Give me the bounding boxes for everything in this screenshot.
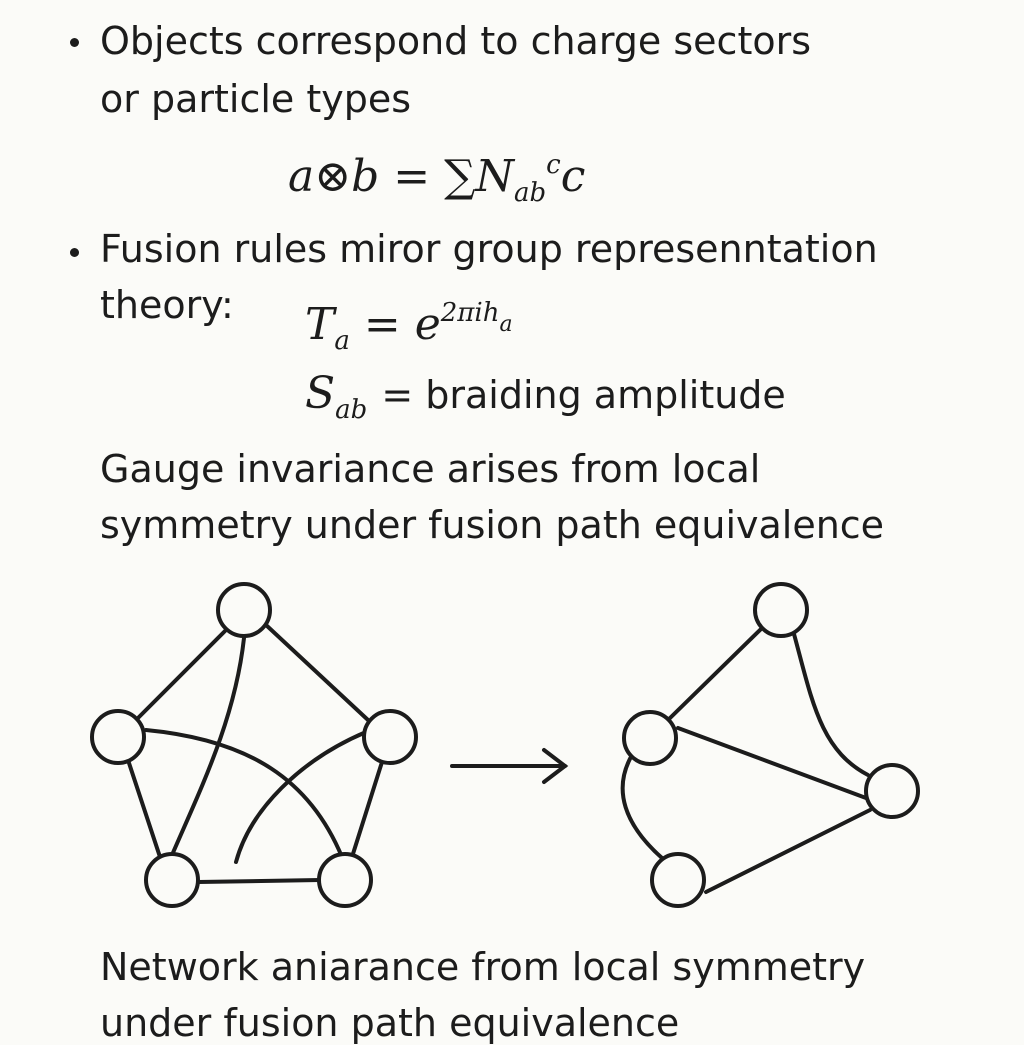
left-edge [144,728,344,859]
bullet-2-line-2: theory: [100,283,234,327]
left-edge [136,628,228,720]
fusion-N: N [475,151,515,202]
s-text: = braiding amplitude [381,373,786,417]
right-edge [620,753,664,860]
right-edge [792,632,870,777]
fusion-formula: a⊗b = ∑Nabcc [288,152,585,206]
left-edge [196,878,322,884]
s-matrix-formula: Sab = braiding amplitude [305,372,786,425]
fusion-tail: c [560,151,586,202]
left-node [90,709,146,765]
fusion-lhs: a⊗b = ∑ [288,151,476,202]
arrow-head [542,748,569,784]
left-edge [234,730,368,864]
bullet-1-line-1: Objects correspond to charge sectors [100,19,812,63]
right-edge [666,626,764,722]
paragraph-line-1: Gauge invariance arises from local [100,447,761,491]
caption-line-1: Network aniarance from local symmetry [100,945,866,989]
right-node [622,710,678,766]
right-edge [704,808,872,894]
right-node [753,582,809,638]
left-node [216,582,272,638]
right-node [650,852,706,908]
left-node [144,852,200,908]
twist-eq: = e [349,299,441,350]
fusion-network-diagram [90,582,920,908]
bullet-1-line-2: or particle types [100,77,412,121]
s-sub: ab [335,395,368,425]
twist-exp-sub: a [499,312,513,337]
s-symbol: S [305,368,336,419]
twist-T: T [305,299,335,350]
left-edge [264,623,370,722]
right-edge [676,726,868,800]
bullet-2-line-1: Fusion rules miror group represenntation [100,227,878,271]
left-node [317,852,373,908]
paragraph-line-2: symmetry under fusion path equivalence [100,503,885,547]
left-node [362,709,418,765]
fusion-sup: c [546,150,561,180]
twist-exp: 2πih [440,298,500,328]
right-node [864,763,920,819]
fusion-sub: ab [514,178,547,208]
bullet-dot [70,38,79,47]
left-edge [126,758,162,859]
left-edge [350,760,384,859]
twist-T-sub: a [334,326,350,356]
bullet-dot [70,248,79,257]
caption-line-2: under fusion path equivalence [100,1001,680,1045]
twist-formula: Ta = e2πiha [305,300,513,354]
left-edge [170,636,246,857]
